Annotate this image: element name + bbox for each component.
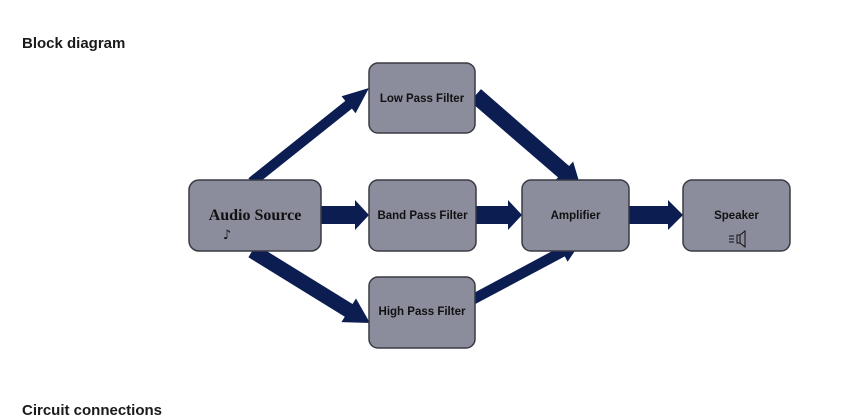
block-band-pass-filter: Band Pass Filter — [368, 179, 477, 252]
next-section-heading: Circuit connections — [22, 402, 163, 419]
block-label-amplifier: Amplifier — [551, 210, 601, 222]
block-high-pass-filter: High Pass Filter — [368, 276, 476, 349]
block-audio-source: Audio Source ♪ — [188, 179, 322, 252]
arrow-source-to-lowpass — [248, 88, 369, 186]
speaker-icon — [729, 229, 746, 249]
arrow-amplifier-to-speaker — [629, 200, 683, 230]
arrow-lowpass-to-amplifier — [470, 89, 581, 188]
arrows — [248, 88, 683, 323]
block-amplifier: Amplifier — [521, 179, 630, 252]
block-label-low-pass: Low Pass Filter — [380, 93, 465, 105]
block-speaker: Speaker — [682, 179, 791, 252]
block-label-high-pass: High Pass Filter — [379, 306, 466, 318]
arrow-highpass-to-amplifier — [465, 241, 581, 307]
section-heading: Block diagram — [22, 35, 126, 52]
block-label-audio-source: Audio Source — [209, 207, 302, 224]
arrow-source-to-bandpass — [321, 200, 369, 230]
block-label-speaker: Speaker — [714, 210, 759, 222]
arrow-bandpass-to-amplifier — [476, 200, 522, 230]
arrow-source-to-highpass — [248, 244, 370, 323]
block-diagram: Audio Source ♪ Low Pass Filter Band Pass… — [188, 62, 791, 349]
music-note-icon: ♪ — [223, 228, 231, 243]
block-low-pass-filter: Low Pass Filter — [368, 62, 476, 134]
block-label-band-pass: Band Pass Filter — [377, 210, 468, 222]
